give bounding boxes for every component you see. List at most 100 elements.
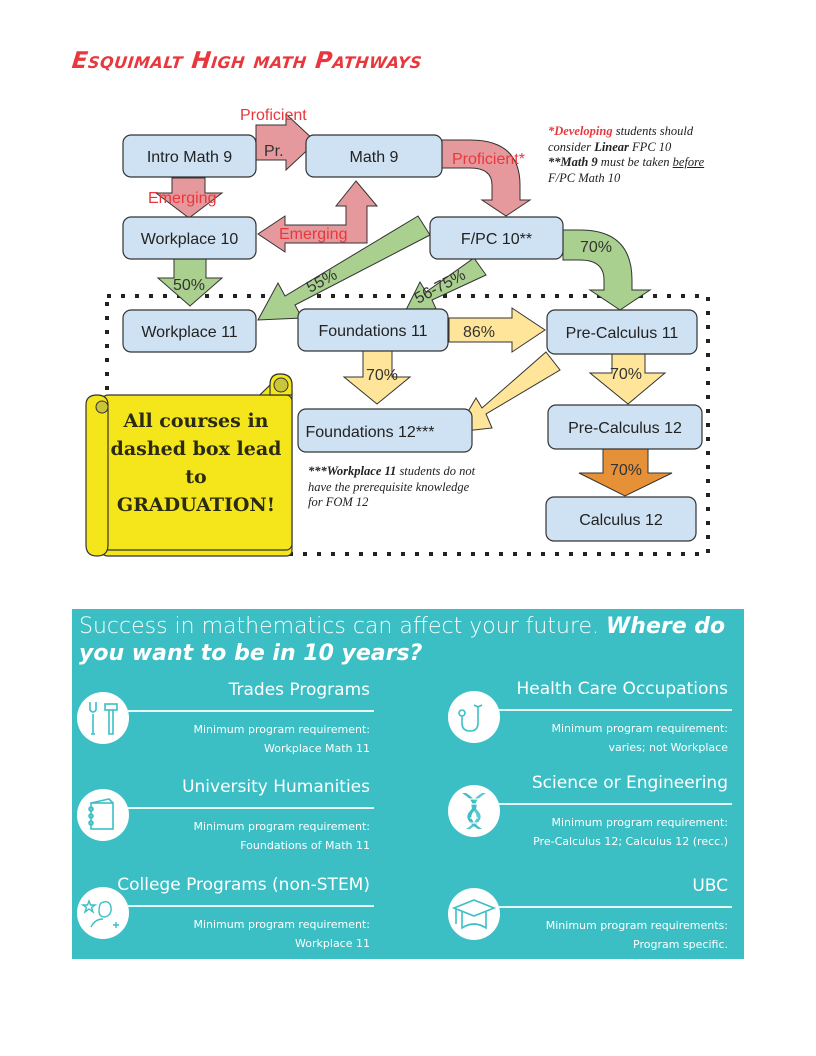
card-divider — [127, 710, 374, 712]
node-math-9: Math 9 — [305, 134, 443, 178]
graduation-scroll-text: All courses in dashed box lead to GRADUA… — [110, 407, 282, 519]
arrow-math9-to-workplace10 — [257, 180, 379, 253]
note-bold: ***Workplace 11 — [308, 464, 397, 478]
node-label: Math 9 — [350, 149, 399, 166]
node-label: Workplace 11 — [141, 324, 237, 341]
node-label: Workplace 10 — [141, 231, 239, 248]
graduation-dotted-box — [105, 294, 710, 556]
requirement-label: Minimum program requirement: — [193, 820, 370, 833]
career-panel: Success in mathematics can affect your f… — [72, 609, 744, 959]
requirement-label: Minimum program requirement: — [193, 723, 370, 736]
scroll-line: dashed box lead — [110, 438, 282, 460]
dna-icon — [448, 785, 500, 837]
note-text: consider — [548, 139, 595, 154]
note-text: for FOM 12 — [308, 495, 369, 509]
note-underline: before — [672, 155, 705, 169]
arrow-math9-to-fpc10 — [441, 139, 532, 217]
label-86pct: 86% — [463, 324, 495, 341]
person-star-icon — [77, 887, 129, 939]
label-emerging-middle: Emerging — [279, 226, 347, 243]
card-title: Science or Engineering — [531, 773, 728, 793]
card-requirement: Minimum program requirement: Workplace Ma… — [193, 720, 370, 758]
card-title: Trades Programs — [228, 680, 370, 700]
panel-heading: Success in mathematics can affect your f… — [79, 613, 739, 667]
arrow-intro-to-math9 — [255, 112, 317, 172]
card-divider — [498, 906, 732, 908]
arrow-fpc10-to-workplace11 — [257, 215, 431, 321]
label-70pct-pc12: 70% — [610, 462, 642, 479]
card-university-humanities: University Humanities Minimum program re… — [77, 777, 374, 867]
scroll-line: to — [185, 466, 207, 488]
card-divider — [127, 905, 374, 907]
note-text: must be taken — [597, 155, 673, 169]
note-developing: *Developing students should consider Lin… — [548, 124, 704, 186]
note-text: students do not — [396, 464, 476, 478]
requirement-value: Workplace Math 11 — [264, 742, 370, 755]
node-foundations-11: Foundations 11 — [297, 308, 449, 352]
tools-icon — [77, 692, 129, 744]
label-70pct-f11: 70% — [366, 367, 398, 384]
label-70pct-fpc: 70% — [580, 239, 612, 256]
card-requirement: Minimum program requirement:varies; not … — [551, 719, 728, 757]
node-precalculus-11: Pre-Calculus 11 — [546, 309, 698, 355]
arrow-fpc10-to-precalc11 — [562, 229, 652, 311]
pathway-diagram: Intro Math 9 Math 9 Workplace 10 F/PC 10… — [85, 107, 710, 557]
card-ubc: UBC Minimum program requirements:Program… — [448, 876, 732, 966]
node-label: Pre-Calculus 12 — [568, 420, 682, 437]
requirement-value: Pre-Calculus 12; Calculus 12 (recc.) — [533, 835, 728, 848]
card-title: College Programs (non-STEM) — [117, 875, 370, 895]
note-developing-red: *Developing — [548, 124, 613, 138]
graduation-cap-icon — [448, 888, 500, 940]
card-science-engineering: Science or Engineering Minimum program r… — [448, 773, 732, 863]
requirement-value: Foundations of Math 11 — [240, 839, 370, 852]
node-intro-math-9: Intro Math 9 — [122, 134, 257, 178]
node-calculus-12: Calculus 12 — [545, 496, 697, 542]
scroll-line: GRADUATION! — [116, 494, 276, 516]
note-text: have the prerequisite knowledge — [308, 479, 470, 494]
note-bold: Linear — [594, 139, 629, 154]
node-label: Calculus 12 — [579, 512, 663, 529]
node-workplace-10: Workplace 10 — [122, 216, 257, 260]
node-precalculus-12: Pre-Calculus 12 — [547, 404, 703, 450]
card-divider — [498, 803, 732, 805]
requirement-label: Minimum program requirements: — [545, 919, 728, 932]
label-70pct-pc11: 70% — [610, 366, 642, 383]
node-label: F/PC 10** — [461, 231, 532, 248]
note-fom12: ***Workplace 11 students do not have the… — [308, 464, 475, 511]
card-title: University Humanities — [182, 777, 370, 797]
notebook-icon — [77, 789, 129, 841]
card-trades-programs: Trades Programs Minimum program requirem… — [77, 680, 374, 770]
requirement-label: Minimum program requirement: — [193, 918, 370, 931]
panel-heading-bold: Where do you want to be in 10 years? — [79, 614, 726, 666]
arrow-precalc12-to-calculus12 — [578, 448, 673, 497]
card-requirement: Minimum program requirements:Program spe… — [546, 916, 728, 954]
node-workplace-11: Workplace 11 — [122, 309, 257, 353]
note-bold: **Math 9 — [548, 155, 598, 169]
arrow-foundations11-to-precalc11 — [448, 307, 546, 353]
note-text: F/PC Math 10 — [548, 170, 621, 185]
label-proficient-top: Proficient — [240, 107, 307, 124]
card-title: UBC — [692, 876, 728, 896]
panel-heading-plain: Success in mathematics can affect your f… — [79, 614, 607, 639]
card-college-programs: College Programs (non-STEM) Minimum prog… — [77, 875, 374, 965]
label-proficient-star: Proficient* — [452, 151, 525, 168]
card-requirement: Minimum program requirement: Workplace 11 — [193, 915, 370, 953]
card-requirement: Minimum program requirement: Foundations … — [193, 817, 370, 855]
label-emerging-left: Emerging — [148, 190, 216, 207]
requirement-label: Minimum program requirement: — [551, 816, 728, 829]
node-label: Intro Math 9 — [147, 149, 232, 166]
requirement-value: Workplace 11 — [295, 937, 370, 950]
arrow-intro-to-workplace10 — [154, 177, 224, 219]
note-text: FPC 10 — [628, 139, 672, 154]
label-pr: Pr. — [264, 143, 284, 160]
scroll-line: All courses in — [123, 410, 269, 432]
card-divider — [127, 807, 374, 809]
card-health-care: Health Care Occupations Minimum program … — [448, 679, 732, 769]
stethoscope-icon — [448, 691, 500, 743]
node-label: Foundations 11 — [318, 323, 427, 340]
requirement-value: varies; not Workplace — [608, 741, 729, 754]
label-50pct: 50% — [173, 277, 205, 294]
node-label: Foundations 12*** — [306, 424, 435, 441]
card-title: Health Care Occupations — [516, 679, 728, 699]
node-fpc-10: F/PC 10** — [429, 216, 564, 260]
